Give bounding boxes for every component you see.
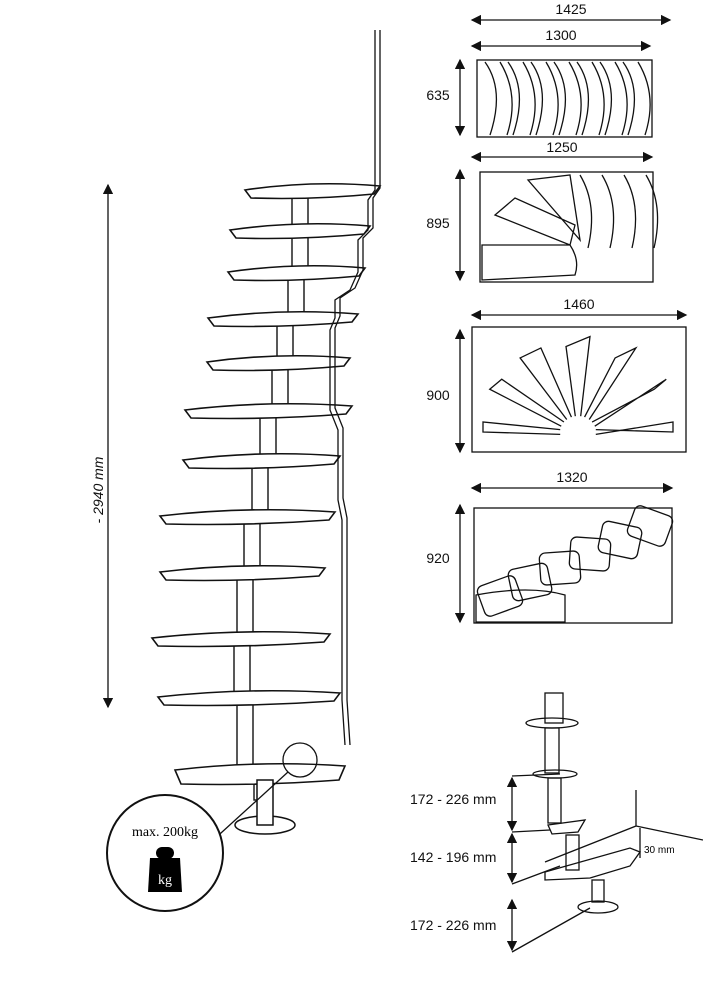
weight-unit-label: kg: [158, 873, 172, 888]
central-column: [233, 195, 309, 801]
column-segment: [251, 465, 269, 517]
tread: [150, 630, 332, 648]
width-label: 1250: [546, 139, 577, 155]
depth-label: 920: [426, 550, 450, 566]
depth-label: 895: [426, 215, 450, 231]
tread: [183, 402, 354, 420]
layout-three-quarter-turn: 1320 920: [426, 469, 674, 624]
treads: [150, 182, 382, 786]
depth-label: 900: [426, 387, 450, 403]
rise-top-label: 172 - 226 mm: [410, 791, 496, 807]
tread: [156, 689, 342, 707]
rise-bottom-label: 172 - 226 mm: [410, 917, 496, 933]
layout-straight: 1425 1300 635: [426, 1, 672, 138]
width-label: 1460: [563, 296, 594, 312]
tread: [181, 452, 342, 470]
total-height-label: - 2940 mm: [90, 456, 106, 523]
column-segment: [236, 577, 254, 639]
layout-quarter-turn: 1250 895: [426, 139, 659, 283]
step-height-detail: 172 - 226 mm 142 - 196 mm 172 - 226 mm 3…: [410, 692, 703, 953]
tread: [206, 310, 360, 328]
tread: [158, 508, 337, 526]
rise-middle-label: 142 - 196 mm: [410, 849, 496, 865]
column-segment: [236, 702, 254, 771]
column-segment: [233, 643, 251, 698]
weight-icon: kg: [148, 847, 182, 892]
staircase-side-view: [150, 30, 382, 835]
layout-half-turn: 1460 900: [426, 296, 688, 454]
tread: [228, 222, 372, 240]
tread: [158, 564, 327, 582]
tread: [173, 762, 347, 786]
width-label: 1320: [556, 469, 587, 485]
handrail: [329, 30, 376, 746]
tread-thickness-label: 30 mm: [644, 845, 675, 856]
width-label: 1425: [555, 1, 586, 17]
total-height-dimension: - 2940 mm: [90, 183, 114, 709]
column-segment: [243, 521, 261, 573]
max-load-label: max. 200kg: [132, 825, 198, 840]
tread: [226, 264, 367, 282]
tread: [243, 182, 382, 200]
tread: [205, 354, 352, 372]
depth-label: 635: [426, 87, 450, 103]
inner-width-label: 1300: [545, 27, 576, 43]
max-load-callout: max. 200kg kg: [106, 742, 318, 912]
